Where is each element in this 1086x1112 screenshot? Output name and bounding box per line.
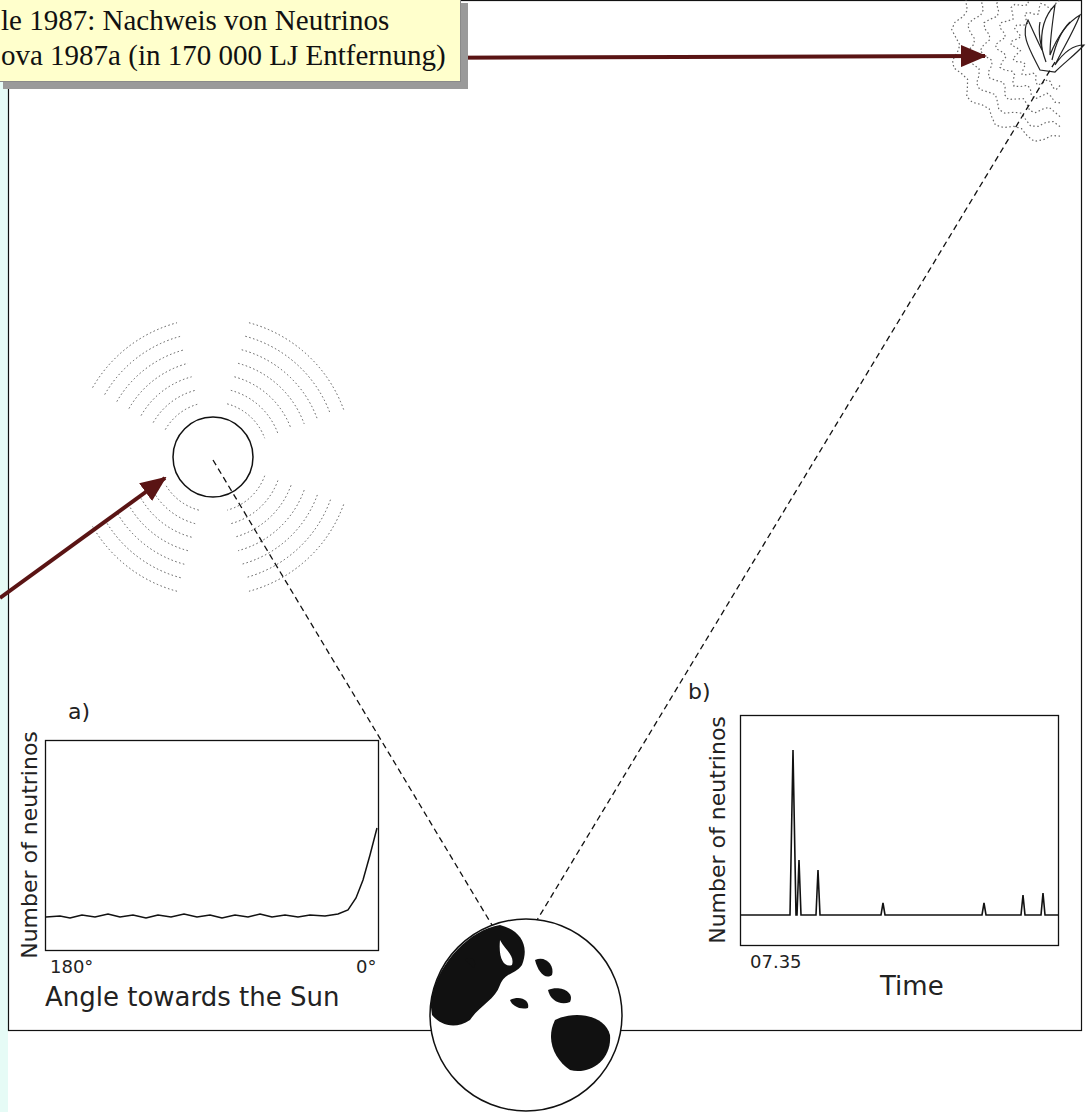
callout-arrow	[0, 478, 165, 598]
earth	[430, 919, 627, 1111]
tick-label: 07.35	[750, 952, 802, 972]
callout-arrow	[380, 56, 985, 58]
sun	[93, 323, 344, 592]
frame	[9, 1, 1082, 1031]
angle-chart	[46, 741, 379, 951]
tick-label: 0°	[356, 957, 376, 977]
supernova	[952, 0, 1084, 141]
callout-text: ova 1987a (in 170 000 LJ Entfernung)	[1, 38, 446, 73]
axis-title: Angle towards the Sun	[45, 983, 340, 1012]
panel-letter: b)	[688, 680, 711, 704]
callout-box: le 1987: Nachweis von Neutrinosova 1987a…	[0, 0, 461, 82]
side-strip	[0, 0, 8, 1112]
axis-title: Time	[880, 972, 944, 1001]
axis-title: Number of neutrinos	[706, 716, 730, 944]
time-chart	[741, 716, 1059, 946]
callout-text: le 1987: Nachweis von Neutrinos	[1, 3, 446, 38]
axis-title: Number of neutrinos	[18, 731, 42, 959]
tick-label: 180°	[50, 957, 93, 977]
panel-letter: a)	[68, 700, 90, 724]
